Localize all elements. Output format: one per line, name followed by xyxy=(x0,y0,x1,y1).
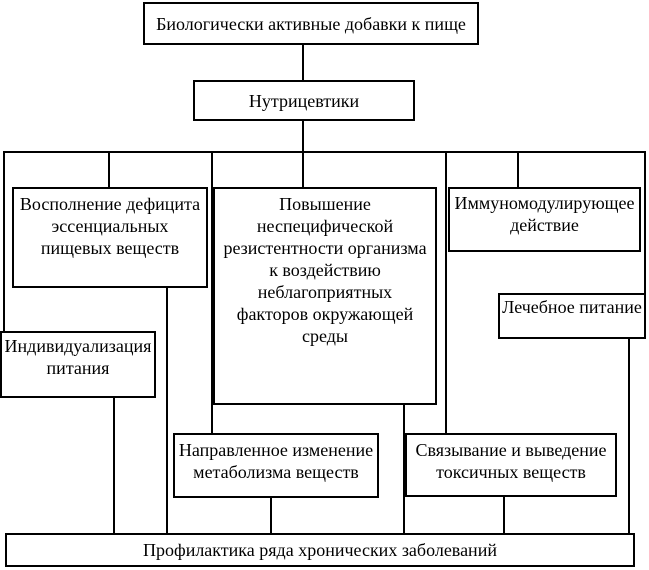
connector-individualization-to-prevention xyxy=(113,397,115,533)
connector-nutraceuticals-to-resistance xyxy=(302,121,304,187)
connector-bad-to-nutraceuticals xyxy=(302,45,304,80)
connector-branch-to-metabolism xyxy=(211,151,213,433)
node-immunomodulating-action: Иммуномодулирующее действие xyxy=(448,187,641,252)
connector-metabolism-to-prevention xyxy=(270,497,272,533)
connector-deficit-to-prevention xyxy=(166,287,168,533)
connector-toxins-to-prevention xyxy=(503,496,505,533)
node-nutrition-individualization: Индивидуализация питания xyxy=(0,331,156,398)
node-toxin-binding: Связывание и выведение токсичных веществ xyxy=(405,433,617,497)
connector-branch-to-therapeutic xyxy=(644,151,646,293)
node-nutraceuticals: Нутрицевтики xyxy=(193,80,415,121)
connector-branch-to-individualization xyxy=(3,151,5,331)
connector-resistance-to-prevention xyxy=(403,404,405,533)
node-deficit-replenishment: Восполнение дефицита эссенциальных пищев… xyxy=(12,187,208,288)
connector-branch-to-toxins xyxy=(445,151,447,433)
connector-branch-horizontal xyxy=(3,151,646,153)
node-nonspecific-resistance: Повышение неспецифической резистентности… xyxy=(213,187,437,405)
node-metabolism-change: Направленное изменение метаболизма вещес… xyxy=(173,433,379,498)
node-chronic-disease-prevention: Профилактика ряда хронических заболевани… xyxy=(5,533,635,567)
connector-branch-to-immuno xyxy=(517,151,519,187)
connector-branch-to-deficit xyxy=(108,151,110,187)
node-therapeutic-nutrition: Лечебное питание xyxy=(498,293,646,339)
connector-therapeutic-to-prevention xyxy=(628,338,630,533)
node-biologically-active-additives: Биологически активные добавки к пище xyxy=(143,2,479,45)
